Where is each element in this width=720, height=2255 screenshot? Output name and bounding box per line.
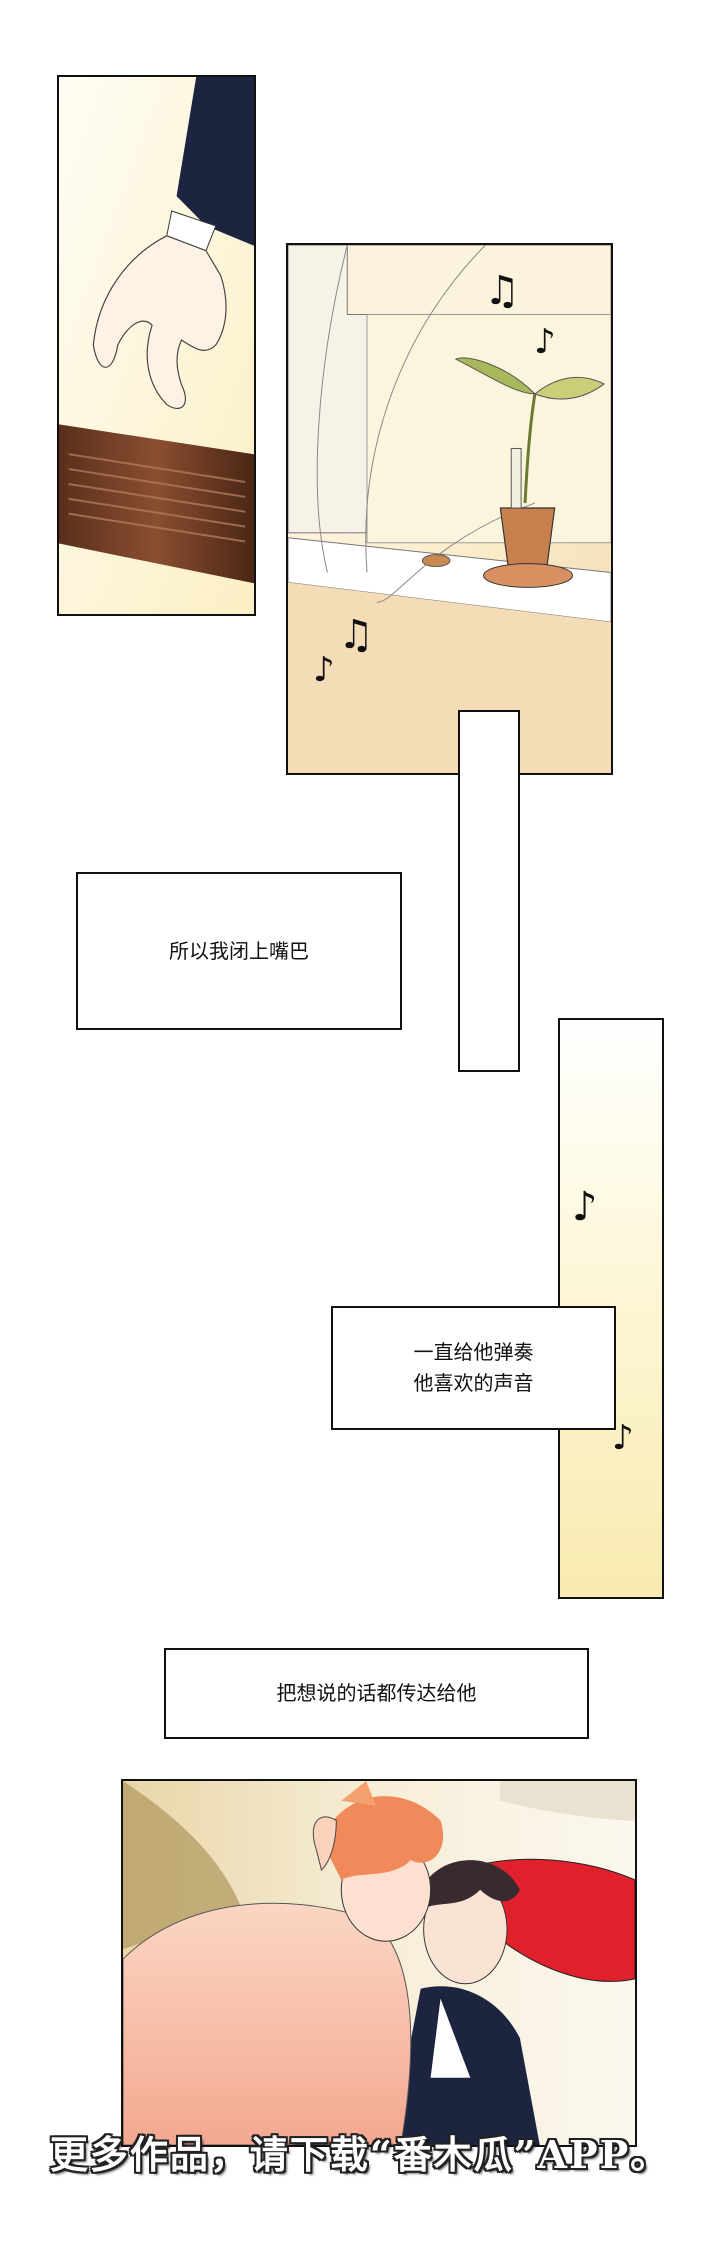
- caption-text-1: 所以我闭上嘴巴: [169, 938, 309, 963]
- music-note-icon: ♪: [612, 1418, 634, 1458]
- hand-on-piano-illustration: [59, 77, 254, 614]
- caption-box-1: 所以我闭上嘴巴: [76, 872, 402, 1030]
- caption-box-2: 一直给他弹奏 他喜欢的声音: [331, 1306, 616, 1430]
- music-note-icon: ♫: [484, 268, 520, 314]
- panel-window-plant: [286, 243, 613, 775]
- caption-box-3: 把想说的话都传达给他: [164, 1648, 589, 1739]
- watermark-text: 更多作品，请下载“番木瓜”APP。: [49, 2132, 671, 2177]
- window-sill-plant-illustration: [288, 245, 611, 773]
- panel-hand-piano: [57, 75, 256, 616]
- caption-text-2: 一直给他弹奏 他喜欢的声音: [414, 1337, 534, 1399]
- panel-narrow-white: [458, 710, 520, 1072]
- music-note-icon: ♫: [338, 612, 374, 658]
- caption-text-3: 把想说的话都传达给他: [276, 1681, 477, 1705]
- panel-kiss-scene: [121, 1779, 637, 2147]
- caption-line-2a: 一直给他弹奏: [413, 1340, 534, 1364]
- kiss-scene-illustration: [123, 1781, 635, 2145]
- music-note-icon: ♪: [572, 1184, 598, 1230]
- music-note-icon: ♪: [534, 322, 556, 362]
- caption-line-2b: 他喜欢的声音: [413, 1371, 534, 1395]
- music-note-icon: ♪: [313, 650, 335, 690]
